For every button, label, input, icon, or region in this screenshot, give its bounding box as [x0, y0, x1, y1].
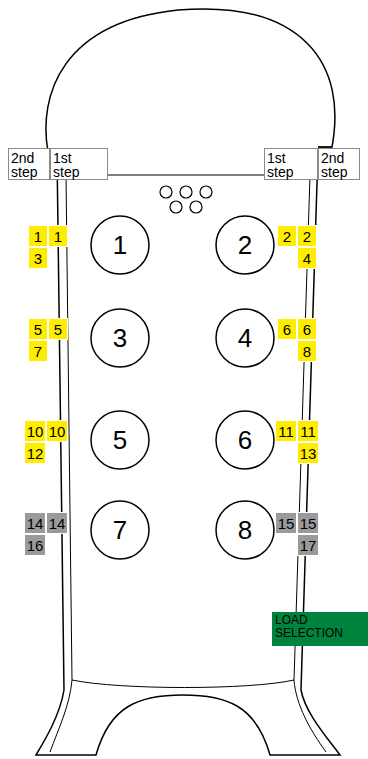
label-text: 6 [283, 322, 291, 337]
label-text: 4 [303, 251, 311, 266]
label-text: 2 [303, 229, 311, 244]
button-code: 10 [24, 420, 46, 442]
button-number: 5 [113, 427, 127, 453]
label-text: 8 [303, 344, 311, 359]
button-code: 8 [297, 340, 317, 362]
label-text: 10 [49, 424, 66, 439]
indicator-dots [160, 186, 212, 213]
button-number: 2 [238, 232, 252, 258]
button-number: 3 [113, 325, 127, 351]
label-text: 3 [34, 251, 42, 266]
button: 8 [215, 500, 275, 560]
indicator-dot [200, 186, 212, 198]
button-code: 15 [297, 512, 319, 534]
button-code: 12 [24, 442, 46, 464]
label-text: LOAD SELECTION [275, 614, 353, 639]
button-number: 1 [113, 232, 127, 258]
button-code: 6 [277, 318, 297, 340]
button-code: 2 [277, 225, 297, 247]
button-code: 10 [46, 420, 68, 442]
button-code: 11 [275, 420, 297, 442]
header-text: 2nd step [11, 151, 45, 179]
button-code: 15 [275, 512, 297, 534]
button-circle [216, 216, 274, 274]
button: 5 [90, 410, 150, 470]
indicator-dot [180, 186, 192, 198]
indicator-dot [170, 201, 182, 213]
label-text: 12 [27, 446, 44, 461]
button-code: 1 [48, 225, 68, 247]
label-text: 2 [283, 229, 291, 244]
button-circle [216, 309, 274, 367]
label-text: 15 [300, 516, 317, 531]
button-code: 16 [24, 534, 46, 556]
button-code: 4 [297, 247, 317, 269]
button-code: 14 [46, 512, 68, 534]
button-code: 6 [297, 318, 317, 340]
button-circle [216, 501, 274, 559]
button-code: 3 [28, 247, 48, 269]
button-circle [91, 309, 149, 367]
label-text: 15 [278, 516, 295, 531]
header-text: 1st step [53, 151, 87, 179]
button-code: 14 [24, 512, 46, 534]
label-text: 1 [54, 229, 62, 244]
header-text: 2nd step [321, 151, 355, 179]
panel-bottom-line [72, 680, 294, 688]
button-circle [91, 411, 149, 469]
button-number: 8 [238, 517, 252, 543]
button: 1 [90, 215, 150, 275]
button: 2 [215, 215, 275, 275]
label-text: 5 [54, 322, 62, 337]
load-selection-tag: LOAD SELECTION [272, 612, 368, 646]
header-text: 1st step [267, 151, 301, 179]
button: 6 [215, 410, 275, 470]
button-code: 5 [48, 318, 68, 340]
button: 4 [215, 308, 275, 368]
button: 7 [90, 500, 150, 560]
label-text: 11 [278, 424, 294, 439]
label-text: 16 [27, 538, 44, 553]
step-header: 1st step [264, 148, 318, 180]
label-text: 10 [27, 424, 44, 439]
label-text: 1 [34, 229, 42, 244]
label-text: 11 [300, 424, 316, 439]
button-circle [91, 501, 149, 559]
button-circle [216, 411, 274, 469]
label-text: 5 [34, 322, 42, 337]
body-inner-edge [50, 175, 326, 752]
label-text: 17 [300, 538, 317, 553]
step-header: 2nd step [8, 148, 50, 180]
label-text: 14 [27, 516, 44, 531]
button-circle [91, 216, 149, 274]
button: 3 [90, 308, 150, 368]
button-number: 4 [238, 325, 252, 351]
button-code: 13 [297, 442, 319, 464]
button-code: 5 [28, 318, 48, 340]
label-text: 7 [34, 344, 42, 359]
label-text: 14 [49, 516, 66, 531]
label-text: 13 [300, 446, 317, 461]
button-code: 11 [297, 420, 319, 442]
button-code: 17 [297, 534, 319, 556]
label-text: 6 [303, 322, 311, 337]
button-code: 2 [297, 225, 317, 247]
step-header: 1st step [50, 148, 108, 180]
step-header: 2nd step [318, 148, 360, 180]
button-code: 7 [28, 340, 48, 362]
button-code: 1 [28, 225, 48, 247]
button-number: 6 [238, 427, 252, 453]
button-number: 7 [113, 517, 127, 543]
indicator-dot [160, 186, 172, 198]
remote-body [36, 152, 340, 755]
indicator-dot [190, 201, 202, 213]
remote-head [46, 9, 335, 152]
